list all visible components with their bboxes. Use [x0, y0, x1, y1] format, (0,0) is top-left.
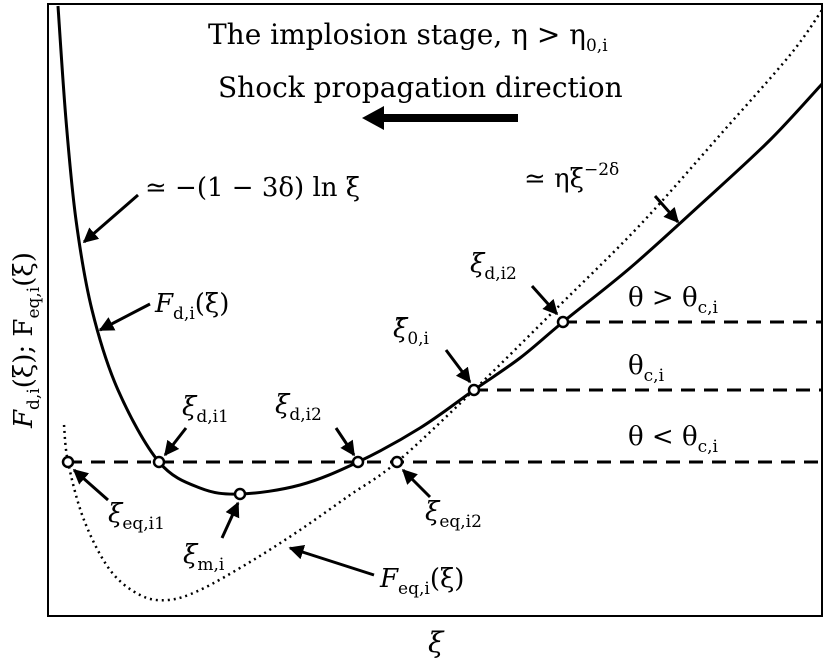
plot-frame — [47, 3, 823, 617]
point-xi-eq-i1 — [61, 455, 75, 469]
curve-f-d — [56, 5, 824, 496]
arrow-xi-d-i2-high — [530, 285, 559, 316]
title-implosion-stage: The implosion stage, η > η0,i — [208, 18, 608, 56]
y-axis-label: Fd,i(ξ); Feq,i(ξ) — [9, 252, 44, 429]
point-xi0-i — [467, 383, 481, 397]
point-xi-d-i1 — [152, 455, 166, 469]
arrow-feq-label — [288, 544, 375, 577]
arrow-xi-d-i2-low — [334, 427, 356, 457]
label-theta-gt: θ > θc,i — [628, 283, 719, 318]
point-xi-d-i2-low — [351, 455, 365, 469]
label-f-d: Fd,i(ξ) — [154, 289, 229, 324]
label-right-asymptote: ≃ ηξ−2δ — [524, 160, 619, 194]
label-xi-d-i2-low: ξd,i2 — [275, 390, 322, 425]
label-theta-eq: θc,i — [628, 351, 665, 386]
title-shock-direction: Shock propagation direction — [218, 71, 623, 104]
label-xi-d-i2-high: ξd,i2 — [470, 249, 517, 284]
label-xi-m-i: ξm,i — [183, 540, 225, 575]
x-axis-label: ξ — [428, 626, 445, 659]
arrow-xi-m-i — [220, 501, 240, 539]
label-xi-d-i1: ξd,i1 — [182, 392, 229, 427]
arrow-right-asymptote — [653, 195, 680, 224]
label-xi-eq-i1: ξeq,i1 — [108, 499, 165, 534]
point-xi-d-i2-high — [556, 315, 570, 329]
curve-f-eq — [62, 9, 824, 602]
arrow-xi-d-i1 — [163, 427, 188, 457]
label-xi0-i: ξ̄0,i — [393, 314, 430, 349]
arrow-xi-eq-i1 — [72, 468, 109, 502]
arrow-xi-eq-i2 — [401, 468, 432, 499]
shock-direction-arrowhead — [362, 106, 384, 130]
label-theta-lt: θ < θc,i — [628, 422, 719, 457]
arrow-xi0-i — [444, 349, 472, 384]
label-left-asymptote: ≃ −(1 − 3δ) ln ξ — [145, 173, 360, 203]
label-xi-eq-i2: ξeq,i2 — [425, 497, 482, 532]
point-xi-m-i — [233, 487, 247, 501]
label-f-eq: Feq,i(ξ) — [379, 564, 464, 599]
arrow-left-asymptote — [82, 193, 139, 244]
arrow-fd-label — [98, 302, 151, 332]
point-xi-eq-i2 — [390, 455, 404, 469]
